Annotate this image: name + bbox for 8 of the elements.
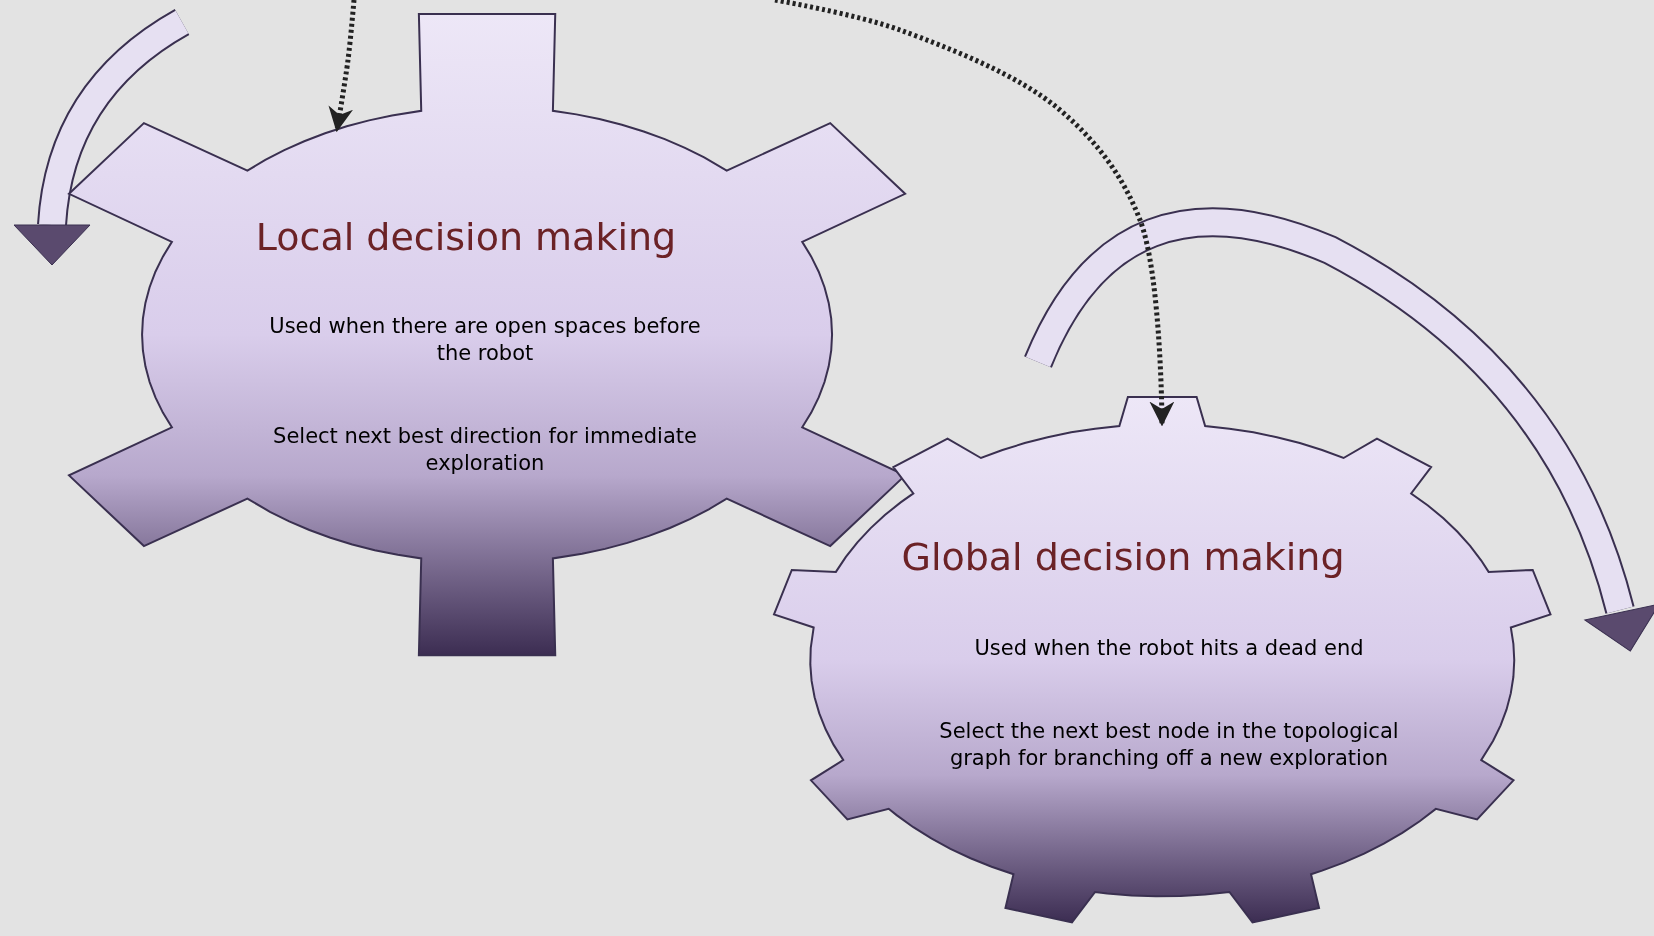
gear-heading: Global decision making xyxy=(901,535,1345,579)
gear-heading: Local decision making xyxy=(255,215,677,259)
gear-description: Select the next best node in the topological graph for branching off a new exploration xyxy=(938,717,1400,772)
gear-description: Used when there are open spaces before the robot xyxy=(268,312,702,367)
gear-description: Used when the robot hits a dead end xyxy=(973,635,1365,663)
dotted-arrow xyxy=(328,0,357,133)
gear-description: Select next best direction for immediate exploration xyxy=(272,422,698,477)
dotted-arrow xyxy=(774,0,1175,427)
